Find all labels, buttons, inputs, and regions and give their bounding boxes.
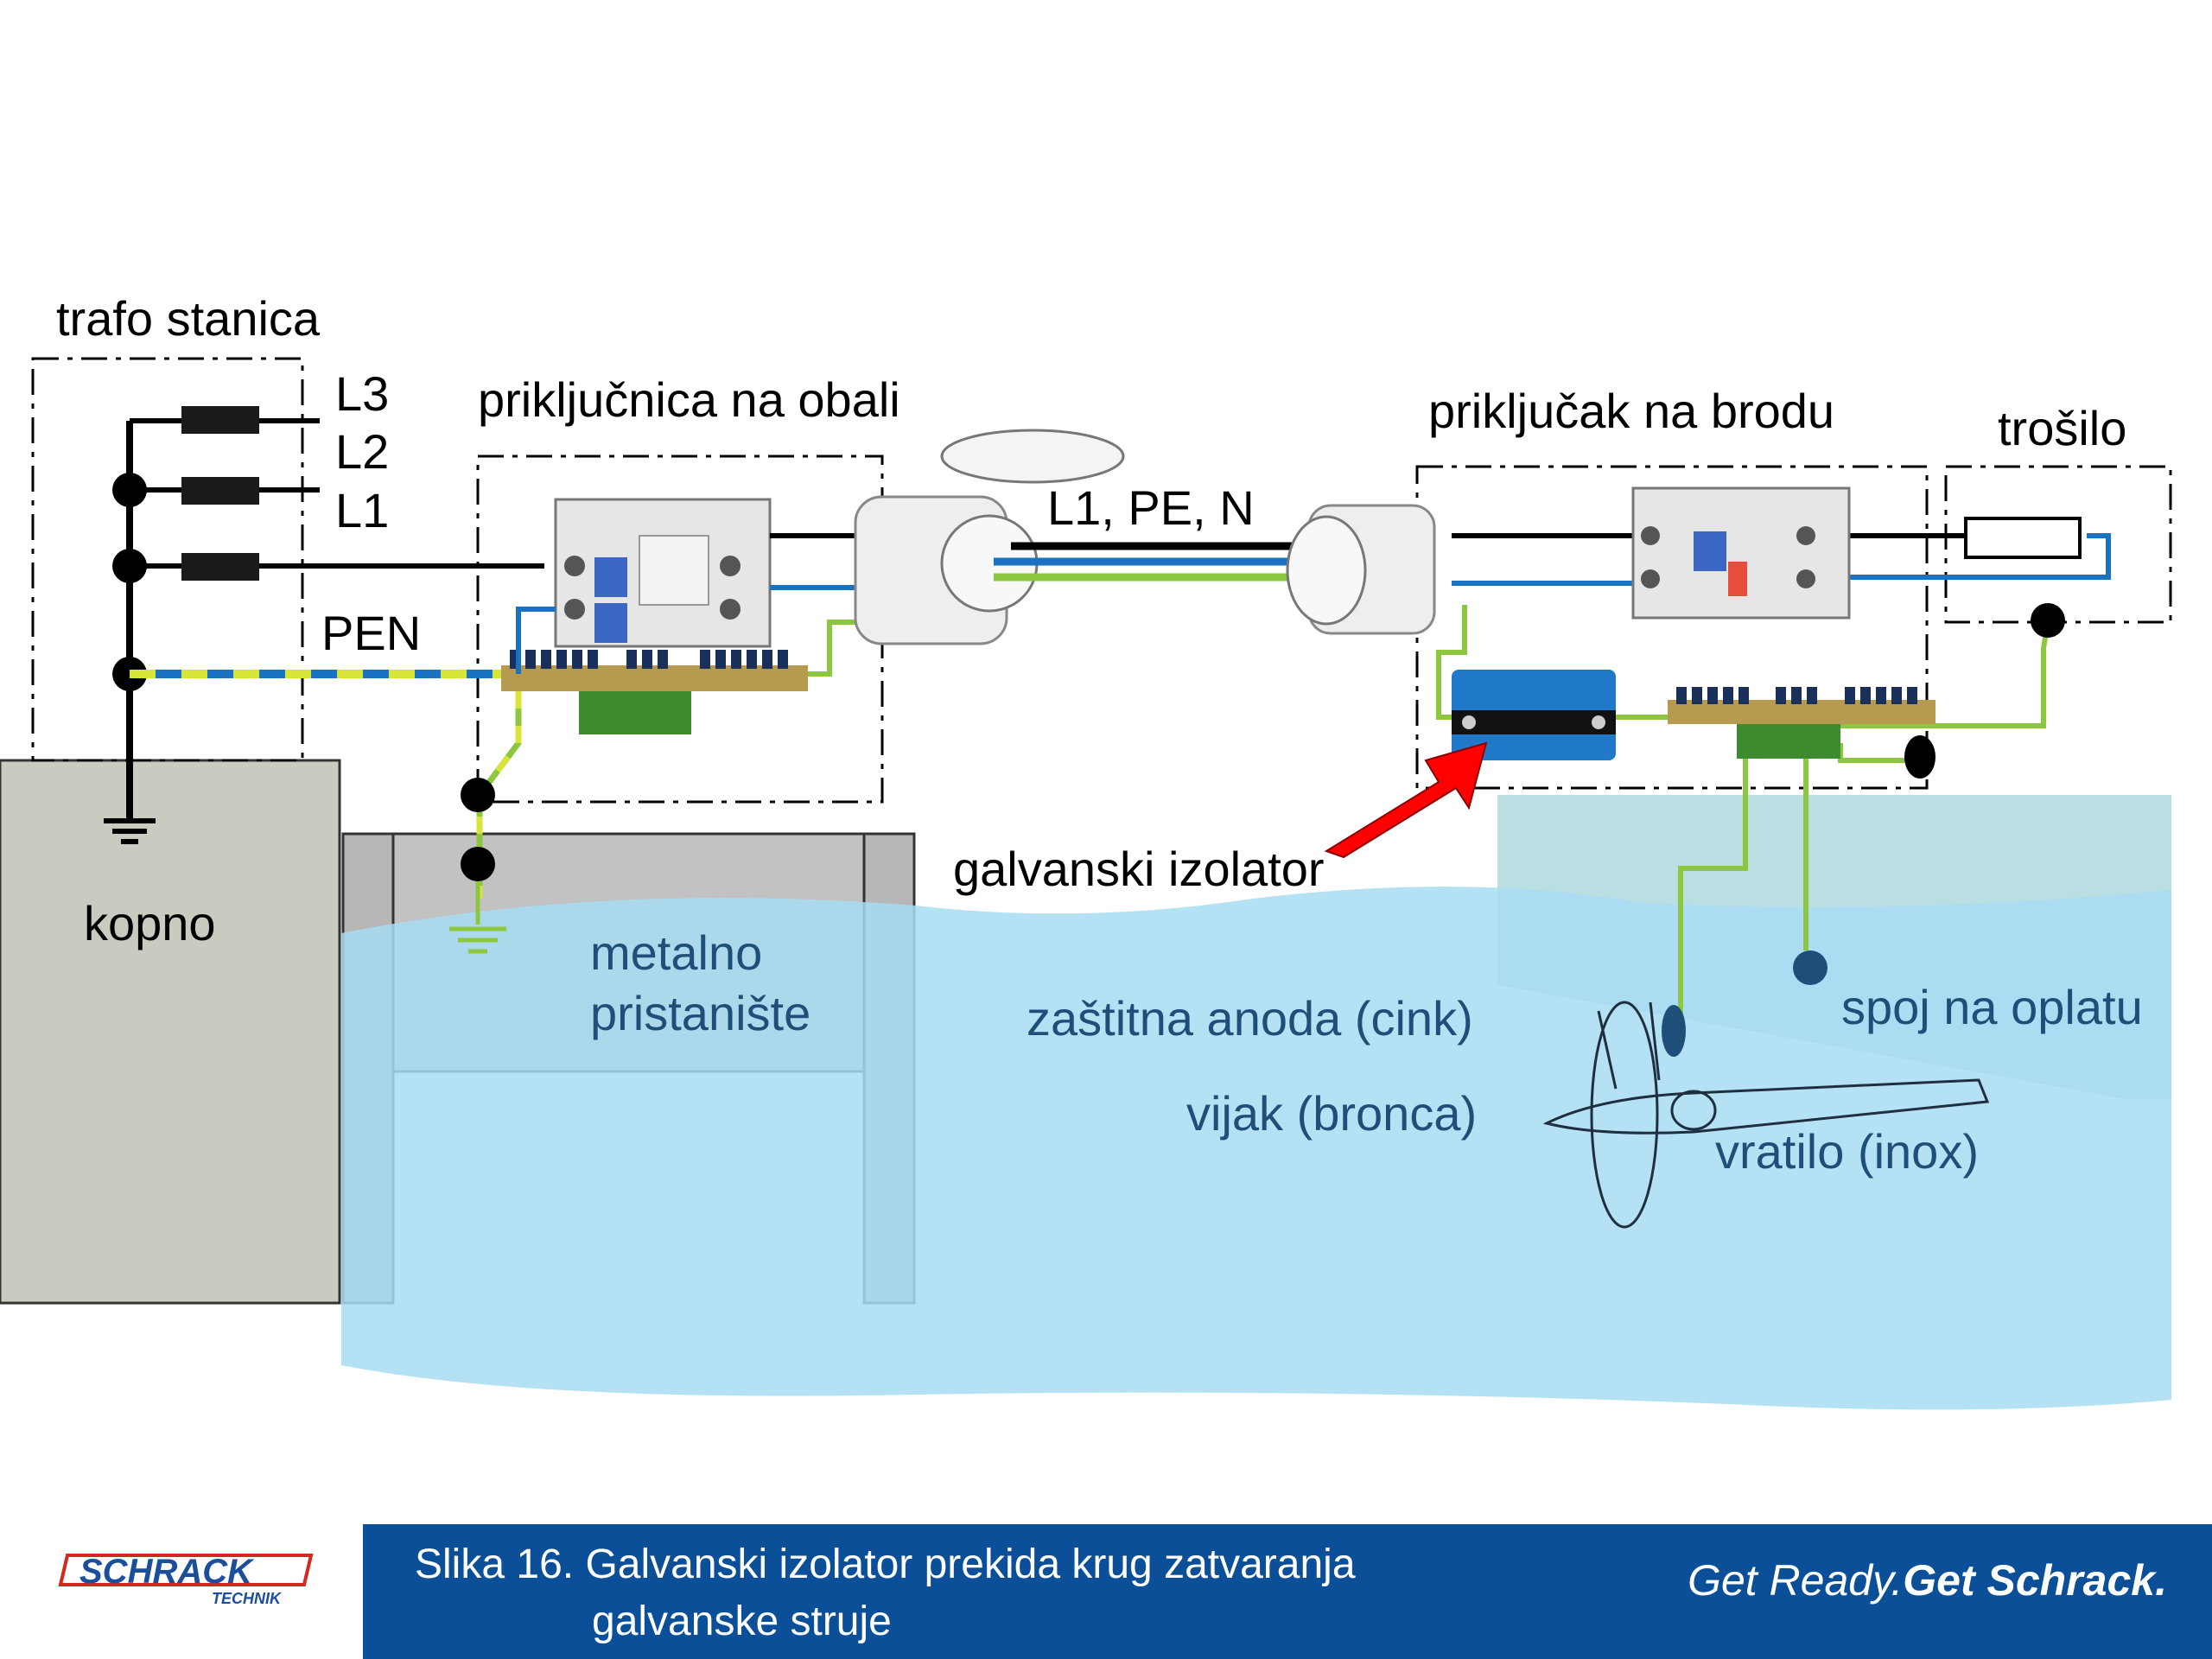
figure-caption: Slika 16. Galvanski izolator prekida kru… <box>415 1536 1521 1650</box>
label-pen: PEN <box>321 606 421 660</box>
label-trafo: trafo stanica <box>56 291 321 346</box>
shore-socket-box <box>476 454 884 804</box>
schrack-logo: SCHRACK TECHNIK <box>58 1553 314 1607</box>
label-propeller: vijak (bronca) <box>1186 1086 1477 1141</box>
label-shaft: vratilo (inox) <box>1715 1124 1979 1179</box>
logo-sub-text: TECHNIK <box>212 1590 283 1607</box>
land-block <box>0 759 341 1305</box>
shore-socket-plug <box>854 429 1125 645</box>
footer-blue-band <box>363 1524 2212 1659</box>
underwater-bond-points <box>1662 950 1827 1057</box>
caption-line-1: Slika 16. Galvanski izolator prekida kru… <box>415 1541 1356 1587</box>
label-cable: L1, PE, N <box>1047 480 1255 535</box>
tagline-part-1: Get Ready. <box>1688 1556 1904 1605</box>
caption-line-2: galvanske struje <box>592 1599 892 1644</box>
label-l2: L2 <box>335 424 389 479</box>
ship-inlet-plug <box>1286 504 1436 635</box>
trafo-circuit <box>104 406 544 844</box>
label-shore-socket: priključnica na obali <box>478 372 900 427</box>
ship-bond-points <box>1904 603 2065 779</box>
ship-rcd-breaker <box>1631 486 1851 620</box>
label-l1: L1 <box>335 483 389 537</box>
label-isolator: galvanski izolator <box>953 842 1325 896</box>
logo-main-text: SCHRACK <box>79 1553 255 1591</box>
label-anode: zaštitna anoda (cink) <box>1027 991 1473 1046</box>
label-land: kopno <box>84 896 216 950</box>
label-pier-line1: metalno <box>590 925 762 980</box>
ship-busbar <box>1668 687 1936 759</box>
label-hull-bond: spoj na oplatu <box>1841 980 2143 1034</box>
shore-busbar <box>501 650 808 734</box>
shore-rcd-breaker <box>554 498 772 648</box>
trafo-box <box>31 357 304 762</box>
tagline: Get Ready.Get Schrack. <box>1688 1555 2167 1605</box>
galvanic-isolator-device <box>1452 670 1616 760</box>
shore-wiring <box>461 533 864 899</box>
isolator-pointer-arrow <box>1324 741 1488 859</box>
footer-bar: SCHRACK TECHNIK Slika 16. Galvanski izol… <box>0 1524 2212 1659</box>
propeller-shaft-sketch <box>1542 1001 1990 1229</box>
water <box>341 887 2171 1410</box>
earth-symbol <box>449 881 506 954</box>
tagline-part-2: Get Schrack. <box>1903 1556 2167 1605</box>
load-resistor <box>1964 517 2082 559</box>
shore-cable <box>994 542 1322 582</box>
label-ship-inlet: priključak na brodu <box>1428 384 1834 438</box>
label-l3: L3 <box>335 366 389 421</box>
galvanic-isolator-diagram: trafo stanica L3 L2 L1 PEN priključnica … <box>0 291 2172 1410</box>
label-load: trošilo <box>1998 401 2126 455</box>
label-pier-line2: pristanište <box>590 986 810 1040</box>
